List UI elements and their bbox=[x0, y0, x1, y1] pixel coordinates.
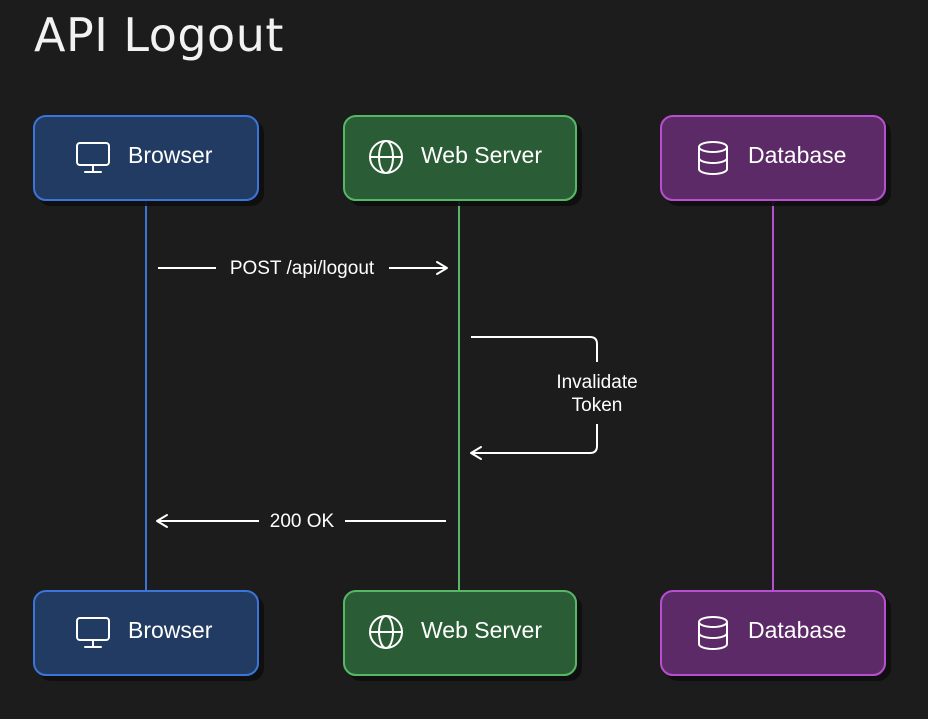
actor-label-database: Database bbox=[748, 617, 846, 643]
database-icon bbox=[698, 141, 728, 175]
message-invalidate-token: Invalidate Token bbox=[470, 336, 638, 460]
globe-icon bbox=[369, 140, 403, 174]
actor-label-database: Database bbox=[748, 142, 846, 168]
actor-label-browser: Browser bbox=[128, 142, 213, 168]
actor-database-top[interactable]: Database bbox=[660, 115, 886, 201]
actor-label-web-server: Web Server bbox=[421, 142, 542, 168]
actor-database-bottom[interactable]: Database bbox=[660, 590, 886, 676]
diagram-title: API Logout bbox=[34, 8, 284, 62]
actor-server-bottom[interactable]: Web Server bbox=[343, 590, 577, 676]
monitor-icon bbox=[76, 617, 110, 648]
actor-browser-bottom[interactable]: Browser bbox=[33, 590, 259, 676]
message-200-ok: 200 OK bbox=[156, 511, 446, 532]
message-label-token: Token bbox=[572, 395, 623, 416]
actor-label-browser: Browser bbox=[128, 617, 213, 643]
message-label-200-ok: 200 OK bbox=[270, 511, 335, 532]
message-label-invalidate: Invalidate bbox=[556, 372, 637, 393]
database-icon bbox=[698, 616, 728, 650]
globe-icon bbox=[369, 615, 403, 649]
actor-browser-top[interactable]: Browser bbox=[33, 115, 259, 201]
message-post-logout: POST /api/logout bbox=[158, 258, 448, 279]
actor-label-web-server: Web Server bbox=[421, 617, 542, 643]
actor-server-top[interactable]: Web Server bbox=[343, 115, 577, 201]
message-label-post-logout: POST /api/logout bbox=[230, 258, 375, 279]
monitor-icon bbox=[76, 142, 110, 173]
